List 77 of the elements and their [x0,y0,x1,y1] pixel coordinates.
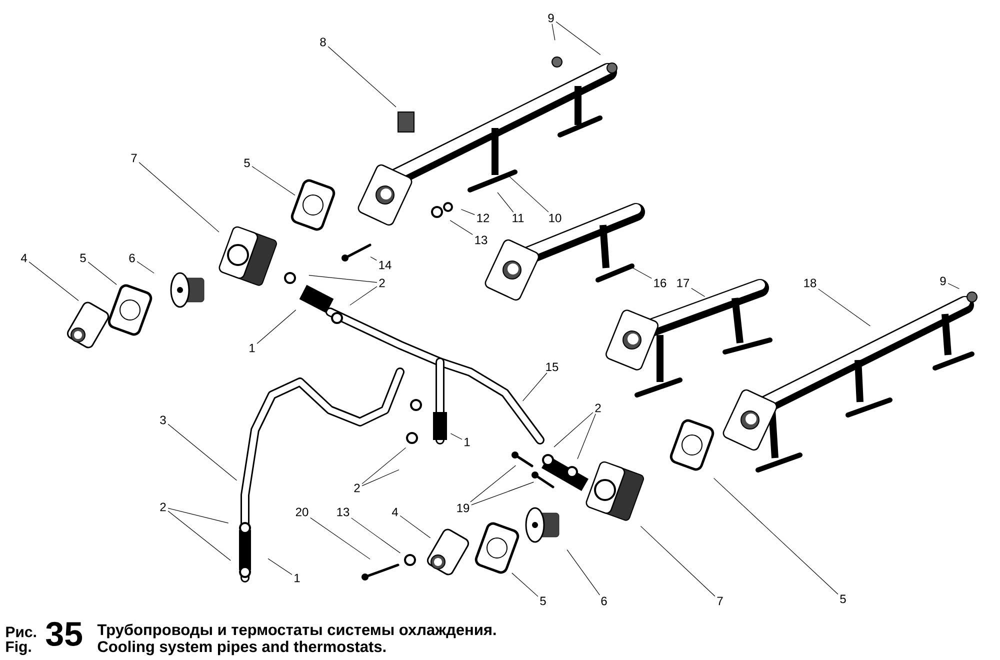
leader-line [88,262,117,285]
leader-line [350,286,378,306]
callout-number: 17 [677,278,690,288]
leader-line [522,372,548,402]
callout-number: 1 [294,574,300,582]
leader-line [136,261,154,274]
callout-number: 13 [475,236,488,244]
leader-line [512,572,538,597]
leader-line [310,517,370,560]
leader-line [362,469,400,486]
leader-line [508,176,549,212]
callout-number: 5 [244,158,250,168]
leader-line [691,288,706,297]
callout-number: 6 [129,254,135,262]
callout-number: 12 [477,214,490,222]
callout-number: 3 [160,416,166,424]
callout-number: 5 [80,254,86,262]
leader-line [460,209,475,215]
callout-number: 9 [940,276,946,286]
callout-number: 4 [392,508,398,516]
callout-number: 2 [354,484,360,492]
leader-line [168,424,238,481]
caption-prefix: Рис. [6,626,36,638]
leader-line [362,447,406,484]
callout-number: 16 [654,278,666,288]
leader-line [640,526,716,597]
leader-line [370,256,377,261]
leader-line [268,558,292,575]
leader-line [450,220,473,235]
callout-number: 9 [548,14,554,22]
callout-number: 7 [131,154,137,162]
leader-line [470,465,516,502]
figure-number: 35 [46,622,82,646]
callout-number: 8 [320,38,326,46]
leader-line [948,283,960,290]
leader-line [497,192,514,212]
callout-number: 19 [457,504,470,512]
leader-line [566,549,600,596]
leader-line [168,508,229,524]
caption-text: Трубопроводы и термостаты системы охлаждения. [97,624,496,638]
callout-number: 5 [840,594,846,604]
callout-number: 2 [379,278,385,288]
leader-line [138,162,220,232]
leader-line [714,478,838,595]
leader-line [471,482,534,506]
leader-line [554,412,594,448]
callout-number: 15 [546,362,558,372]
leader-line [400,515,431,538]
callout-number: 13 [337,508,350,516]
callout-number: 2 [595,404,601,412]
callout-number: 10 [549,214,562,222]
callout-number: 7 [717,596,723,606]
callout-number: 1 [250,344,255,352]
callout-number: 6 [601,596,607,606]
leader-line [577,414,596,460]
leader-line [28,262,79,301]
callout-number: 5 [540,596,546,606]
callout-number: 14 [379,260,392,270]
leader-line [168,510,231,561]
callout-number: 2 [160,502,166,512]
callout-number: 18 [804,278,816,288]
leader-line [632,267,652,279]
caption-prefix: Fig. [6,640,31,656]
leader-line [256,310,296,344]
leader-line [450,433,462,440]
leader-line [556,21,601,56]
callout-number: 4 [20,254,27,262]
leader-line [252,166,296,196]
caption-text: Cooling system pipes and thermostats. [98,640,386,656]
callout-number: 11 [512,214,524,222]
callout-number: 1 [464,438,470,446]
leader-line [552,24,556,40]
leader-line [351,518,400,554]
leader-line [308,274,378,283]
callout-number: 20 [296,508,308,516]
leader-line [328,46,396,108]
leader-line [818,288,870,326]
